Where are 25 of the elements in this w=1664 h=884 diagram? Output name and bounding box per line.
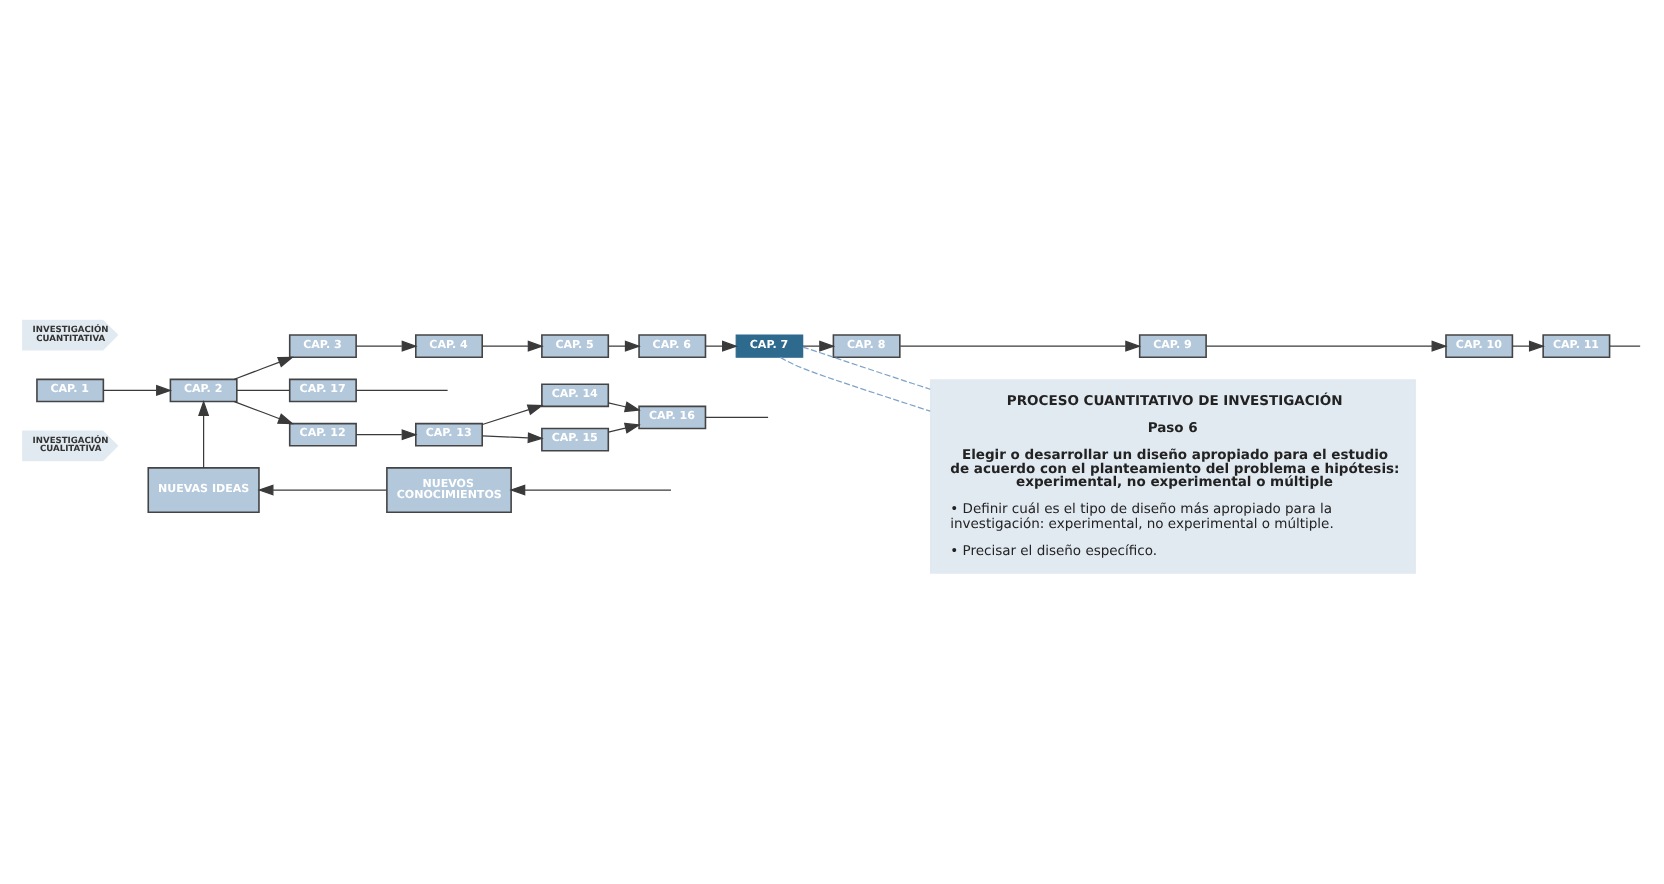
arrow (481, 403, 544, 425)
arrow (102, 383, 173, 395)
arrow (355, 339, 418, 351)
arrow (1511, 339, 1545, 351)
arrow (1206, 339, 1448, 351)
arrow (233, 399, 294, 424)
arrow (233, 355, 294, 379)
connector (779, 355, 931, 411)
arrow (704, 339, 739, 351)
connector (1609, 344, 1641, 346)
arrow (481, 431, 544, 443)
arrow (899, 339, 1142, 351)
connector (704, 415, 769, 418)
arrow (607, 400, 641, 412)
arrow (257, 483, 388, 495)
connector (236, 388, 291, 391)
connector (355, 388, 449, 391)
arrow (802, 339, 836, 351)
arrow (355, 428, 418, 440)
arrow (509, 483, 672, 495)
arrow (481, 339, 544, 351)
arrow (607, 339, 641, 351)
arrow (198, 399, 210, 468)
arrow (607, 421, 641, 433)
connector (802, 345, 931, 389)
